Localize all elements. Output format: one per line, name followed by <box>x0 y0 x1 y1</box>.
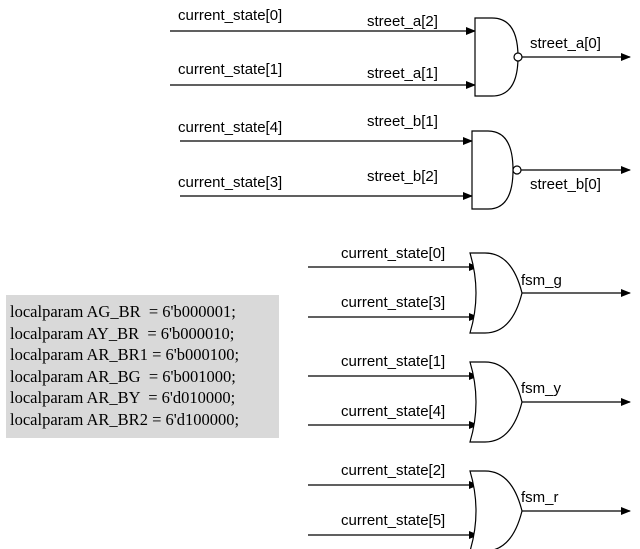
inversion-bubble <box>513 52 523 62</box>
code-line: localparam AR_BY = 6'd010000; <box>10 388 236 408</box>
input-label: current_state[0] <box>341 245 445 262</box>
and-gate-body <box>474 17 519 97</box>
input-label: current_state[4] <box>178 119 282 136</box>
output-label: street_a[0] <box>530 35 601 52</box>
nand-gate-street-b: current_state[4] current_state[3] street… <box>178 113 631 210</box>
input-label: current_state[5] <box>341 512 445 529</box>
input-label: current_state[4] <box>341 403 445 420</box>
code-line: localparam AY_BR = 6'b000010; <box>10 323 235 343</box>
input-label: current_state[3] <box>341 294 445 311</box>
net-label: street_a[1] <box>367 65 438 82</box>
and-gate-body <box>471 130 514 210</box>
or-gate-body <box>469 252 523 334</box>
input-label: current_state[2] <box>341 462 445 479</box>
code-line: localparam AR_BR2 = 6'd100000; <box>10 409 240 429</box>
net-label: street_a[2] <box>367 13 438 30</box>
or-gate-fsm-r: current_state[2] current_state[5] fsm_r <box>308 462 631 549</box>
input-label: current_state[0] <box>178 7 282 24</box>
net-label: street_b[2] <box>367 168 438 185</box>
input-label: current_state[1] <box>341 353 445 370</box>
output-label: fsm_g <box>521 272 562 289</box>
inversion-bubble <box>512 165 522 175</box>
or-gate-fsm-g: current_state[0] current_state[3] fsm_g <box>308 245 631 334</box>
nand-gate-street-a: current_state[0] current_state[1] street… <box>170 7 631 97</box>
or-gate-body <box>469 470 523 549</box>
input-label: current_state[1] <box>178 61 282 78</box>
code-line: localparam AG_BR = 6'b000001; <box>10 302 236 321</box>
output-label: fsm_r <box>521 489 559 506</box>
net-label: street_b[1] <box>367 113 438 130</box>
output-label: street_b[0] <box>530 176 601 193</box>
code-line: localparam AR_BG = 6'b001000; <box>10 366 236 386</box>
localparam-code-block: localparam AG_BR = 6'b000001; localparam… <box>6 295 279 438</box>
input-label: current_state[3] <box>178 174 282 191</box>
code-line: localparam AR_BR1 = 6'b000100; <box>10 345 240 365</box>
or-gate-body <box>469 361 523 443</box>
output-label: fsm_y <box>521 380 562 397</box>
or-gate-fsm-y: current_state[1] current_state[4] fsm_y <box>308 353 631 443</box>
